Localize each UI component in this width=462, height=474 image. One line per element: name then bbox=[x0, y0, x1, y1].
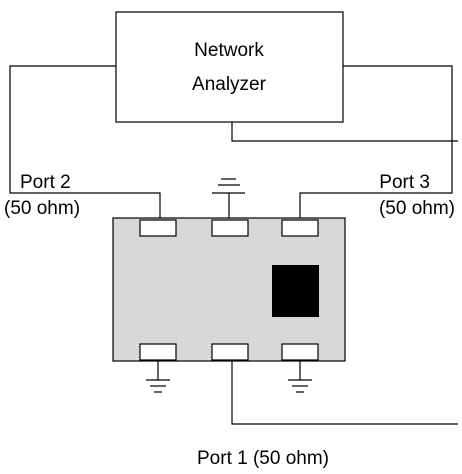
wire-analyzer-bottom bbox=[231, 122, 458, 142]
pad-bottom-right-ground bbox=[281, 343, 319, 361]
port2-label: Port 2 bbox=[20, 172, 71, 193]
port3-label: Port 3 bbox=[379, 172, 430, 193]
port2-impedance-label: (50 ohm) bbox=[4, 198, 80, 219]
port3-impedance-label: (50 ohm) bbox=[379, 198, 455, 219]
pad-port2 bbox=[139, 219, 177, 237]
pad-bottom-left-ground bbox=[139, 343, 177, 361]
analyzer-label-line2: Analyzer bbox=[192, 74, 267, 95]
analyzer-label-line1: Network bbox=[194, 40, 264, 61]
wire-port1 bbox=[231, 360, 458, 425]
pad-port1 bbox=[211, 343, 249, 361]
pad-top-ground bbox=[211, 219, 249, 237]
ground-symbol-bottom-left bbox=[146, 360, 170, 393]
port1-label: Port 1 (50 ohm) bbox=[197, 448, 329, 469]
pad-port3 bbox=[281, 219, 319, 237]
network-analyzer-box bbox=[115, 11, 344, 123]
board-component bbox=[272, 265, 319, 317]
ground-symbol-bottom-right bbox=[288, 360, 312, 393]
wire-port2 bbox=[9, 65, 161, 220]
wire-port3 bbox=[299, 65, 453, 220]
ground-symbol-top bbox=[212, 178, 245, 220]
